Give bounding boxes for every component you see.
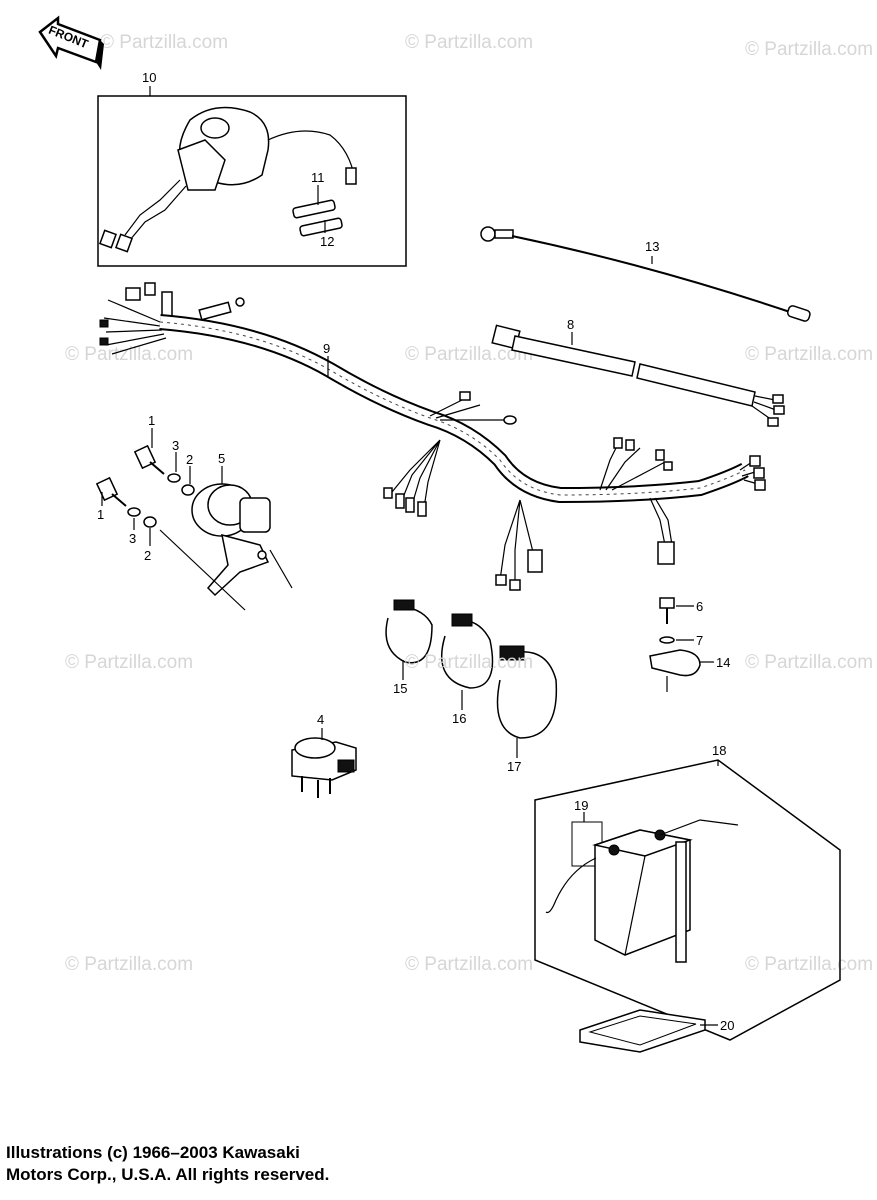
watermark: © Partzilla.com <box>65 652 193 673</box>
fuse-icon <box>292 199 343 237</box>
part-1-label: 1 <box>97 507 104 522</box>
watermark: © Partzilla.com <box>405 954 533 975</box>
watermark: © Partzilla.com <box>405 344 533 365</box>
watermark: © Partzilla.com <box>100 32 228 53</box>
part-3-label: 3 <box>172 438 179 453</box>
clamp-bolt-icon: 6 7 14 <box>649 597 730 692</box>
part-1-label: 1 <box>148 413 155 428</box>
part-11-label: 11 <box>311 170 325 185</box>
watermark: © Partzilla.com <box>405 32 533 53</box>
copyright-notice: Illustrations (c) 1966–2003 Kawasaki Mot… <box>6 1142 506 1186</box>
part-12-label: 12 <box>320 234 334 249</box>
watermark: © Partzilla.com <box>745 39 873 60</box>
sub-harness: 8 <box>491 317 785 427</box>
main-harness: 9 <box>99 282 766 591</box>
ignitor-unit <box>99 106 357 253</box>
part-8-label: 8 <box>567 317 574 332</box>
part-19-label: 19 <box>574 798 588 813</box>
battery-tray <box>579 1009 706 1053</box>
part-4-label: 4 <box>317 712 324 727</box>
watermark: © Partzilla.com <box>745 652 873 673</box>
watermarks: © Partzilla.com © Partzilla.com © Partzi… <box>65 32 873 975</box>
front-arrow-icon: FRONT <box>38 15 104 70</box>
part-10-label: 10 <box>142 70 156 85</box>
copyright-line-1: Illustrations (c) 1966–2003 Kawasaki <box>6 1143 300 1162</box>
watermark: © Partzilla.com <box>745 344 873 365</box>
watermark: © Partzilla.com <box>65 954 193 975</box>
part-16-label: 16 <box>452 711 466 726</box>
battery-icon <box>545 819 739 963</box>
watermark: © Partzilla.com <box>405 652 533 673</box>
part-3-label: 3 <box>129 531 136 546</box>
relay-unit: 4 <box>291 712 357 798</box>
harness-clamps: 15 16 17 © Partzilla.com <box>385 599 558 774</box>
battery-box: 18 19 20 <box>534 743 841 1053</box>
ignitor-box: 10 11 12 <box>97 70 407 267</box>
copyright-line-2: Motors Corp., U.S.A. All rights reserved… <box>6 1165 330 1184</box>
watermark: © Partzilla.com <box>65 344 193 365</box>
part-17-label: 17 <box>507 759 521 774</box>
watermark: © Partzilla.com <box>745 954 873 975</box>
bolt-icon: 1 3 2 1 3 2 <box>95 413 195 563</box>
part-9-label: 9 <box>323 341 330 356</box>
part-13-label: 13 <box>645 239 659 254</box>
part-15-label: 15 <box>393 681 407 696</box>
ignition-switch: 5 <box>159 451 293 611</box>
part-18-label: 18 <box>712 743 726 758</box>
part-5-label: 5 <box>218 451 225 466</box>
part-6-label: 6 <box>696 599 703 614</box>
part-7-label: 7 <box>696 633 703 648</box>
ground-lead: 13 <box>480 226 811 322</box>
part-20-label: 20 <box>720 1018 734 1033</box>
part-2-label: 2 <box>144 548 151 563</box>
part-2-label: 2 <box>186 452 193 467</box>
part-14-label: 14 <box>716 655 730 670</box>
